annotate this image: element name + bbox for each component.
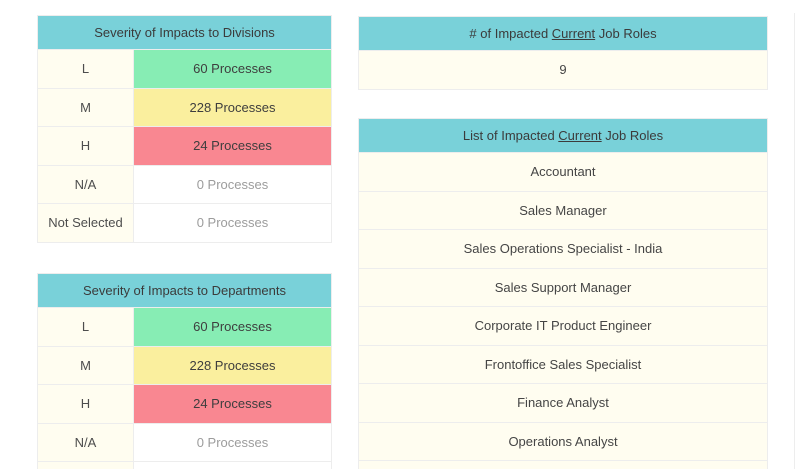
title-suffix: Job Roles — [601, 128, 664, 143]
severity-label: Not Selected — [38, 204, 134, 242]
impacted-list-table: List of Impacted Current Job Roles Accou… — [358, 118, 768, 469]
severity-row-na: N/A 0 Processes — [38, 164, 331, 203]
role-row: Sales Operations Specialist - India — [359, 229, 767, 268]
role-row: Operations Analyst — [359, 421, 767, 460]
severity-value: 60 Processes — [134, 50, 331, 88]
title-prefix: List of Impacted — [462, 128, 559, 143]
severity-value: 0 Processes — [134, 204, 331, 242]
title-suffix: Job Roles — [595, 26, 657, 41]
severity-value: 24 Processes — [134, 385, 331, 423]
role-row: Sales Support Manager — [359, 267, 767, 306]
severity-row-high: H 24 Processes — [38, 126, 331, 165]
severity-value: 60 Processes — [134, 308, 331, 346]
impacted-count-title: # of Impacted Current Job Roles — [359, 17, 767, 50]
role-row: Frontoffice Sales Specialist — [359, 344, 767, 383]
title-underlined-word: Current — [551, 26, 596, 41]
severity-divisions-table: Severity of Impacts to Divisions L 60 Pr… — [37, 15, 332, 243]
severity-divisions-title: Severity of Impacts to Divisions — [38, 16, 331, 49]
severity-label: N/A — [38, 423, 134, 461]
severity-value: 228 Processes — [134, 346, 331, 384]
severity-value: 228 Processes — [134, 88, 331, 126]
severity-row-high: H 24 Processes — [38, 384, 331, 423]
severity-label: M — [38, 88, 134, 126]
severity-row-low: L 60 Processes — [38, 49, 331, 88]
severity-value: 24 Processes — [134, 127, 331, 165]
right-edge-divider — [794, 13, 795, 469]
impacted-count-table: # of Impacted Current Job Roles 9 — [358, 16, 768, 90]
severity-label: L — [38, 308, 134, 346]
role-row: Accountant — [359, 152, 767, 191]
severity-row-medium: M 228 Processes — [38, 87, 331, 126]
severity-row-partial — [38, 461, 331, 469]
impacted-list-title: List of Impacted Current Job Roles — [359, 119, 767, 152]
severity-value: 0 Processes — [134, 165, 331, 203]
severity-row-not-selected: Not Selected 0 Processes — [38, 203, 331, 242]
severity-label: H — [38, 127, 134, 165]
role-row: Finance Analyst — [359, 383, 767, 422]
title-prefix: # of Impacted — [469, 26, 552, 41]
severity-departments-table: Severity of Impacts to Departments L 60 … — [37, 273, 332, 469]
severity-value — [134, 462, 331, 469]
role-row: Corporate IT Product Engineer — [359, 306, 767, 345]
severity-label: H — [38, 385, 134, 423]
severity-label: M — [38, 346, 134, 384]
severity-row-medium: M 228 Processes — [38, 345, 331, 384]
severity-row-low: L 60 Processes — [38, 307, 331, 346]
impacted-count-value: 9 — [359, 50, 767, 89]
severity-label — [38, 462, 134, 469]
severity-label: N/A — [38, 165, 134, 203]
role-row-partial — [359, 460, 767, 469]
role-row: Sales Manager — [359, 190, 767, 229]
severity-row-na: N/A 0 Processes — [38, 422, 331, 461]
severity-label: L — [38, 50, 134, 88]
title-underlined-word: Current — [558, 128, 602, 143]
severity-departments-title: Severity of Impacts to Departments — [38, 274, 331, 307]
severity-value: 0 Processes — [134, 423, 331, 461]
